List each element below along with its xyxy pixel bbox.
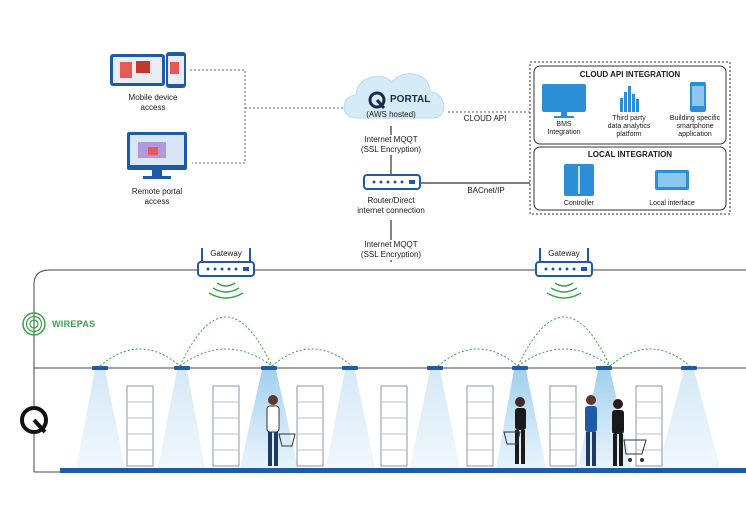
- wirepas-logo: [22, 312, 46, 336]
- shelves: [126, 385, 663, 467]
- remote-access-line2: access: [144, 197, 170, 206]
- cloud-icon: [343, 73, 445, 119]
- shopper-man-icon: [266, 395, 296, 466]
- bms-line1: BMS: [556, 121, 572, 128]
- mobile-access-line2: access: [140, 103, 166, 112]
- cloud-api-panel-title: CLOUD API INTEGRATION: [579, 70, 681, 79]
- analytics-bars-icon: [620, 86, 639, 112]
- bms-line2: Integration: [547, 129, 581, 136]
- third-line3: platform: [616, 131, 642, 138]
- shelf-lines: [127, 401, 662, 451]
- bacnet-label: BACnet/IP: [467, 186, 505, 195]
- controller-label: Controller: [563, 200, 595, 207]
- router-icon: [363, 174, 421, 190]
- gateway-right-icon: [535, 248, 593, 299]
- mesh-arcs: [99, 316, 691, 367]
- portal-title: PORTAL: [390, 94, 431, 105]
- shopper-woman-icon: [503, 397, 526, 464]
- cloud-api-label: CLOUD API: [463, 114, 507, 123]
- smartphone-icon: [690, 82, 706, 112]
- company-logo-icon: [20, 406, 48, 434]
- floor: [60, 468, 746, 473]
- router-line2: internet connection: [357, 206, 425, 215]
- gateway-left-label: Gateway: [210, 249, 242, 258]
- gateway-right-label: Gateway: [548, 249, 580, 258]
- bms-monitor-icon: [542, 84, 586, 118]
- building-app-label: Building specific smartphone application: [664, 115, 726, 139]
- third-line1: Third party: [612, 115, 646, 122]
- mobile-device-icon: [110, 52, 186, 88]
- third-line2: data analytics: [607, 123, 651, 130]
- connector-lines: [190, 69, 530, 164]
- building-line2: smartphone: [676, 123, 714, 130]
- mobile-access-line1: Mobile device: [128, 93, 178, 102]
- local-panel-title: LOCAL INTEGRATION: [587, 150, 673, 159]
- monitor-icon: [127, 132, 187, 179]
- portal-subtitle: (AWS hosted): [366, 110, 416, 119]
- local-interface-label: Local interface: [649, 200, 695, 207]
- mqtt-top-line1: Internet MQQT: [364, 135, 418, 144]
- mqtt-bottom-line2: (SSL Encryption): [360, 250, 422, 259]
- building-line3: application: [678, 131, 712, 138]
- mqtt-top-line2: (SSL Encryption): [360, 145, 422, 154]
- router-label: Router/Direct internet connection: [343, 196, 439, 216]
- mobile-access-label: Mobile device access: [108, 93, 198, 113]
- shopper-couple-icon: [585, 395, 647, 466]
- gateway-left-icon: [197, 248, 255, 299]
- bms-label: BMS Integration: [540, 121, 588, 137]
- mqtt-bottom-line1: Internet MQQT: [364, 240, 418, 249]
- ceiling-lights: [92, 366, 697, 370]
- third-party-label: Third party data analytics platform: [600, 115, 658, 139]
- remote-access-line1: Remote portal: [131, 187, 183, 196]
- router-line1: Router/Direct: [367, 196, 415, 205]
- controller-icon: [564, 164, 594, 196]
- wirepas-label: WIREPAS: [52, 319, 96, 329]
- local-interface-icon: [655, 170, 689, 190]
- remote-access-label: Remote portal access: [112, 187, 202, 207]
- building-line1: Building specific: [669, 115, 721, 122]
- mqtt-bottom-label: Internet MQQT (SSL Encryption): [343, 240, 439, 260]
- mqtt-top-label: Internet MQQT (SSL Encryption): [343, 135, 439, 155]
